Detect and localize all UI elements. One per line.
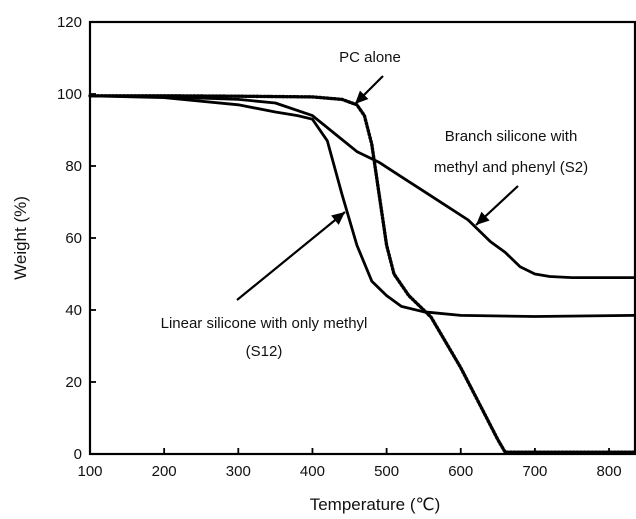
series-linear-silicone-s12	[88, 94, 636, 318]
x-tick-label: 200	[152, 463, 177, 480]
annotation-pc-alone: PC alone	[339, 49, 401, 66]
x-tick-label: 700	[522, 463, 547, 480]
x-tick-label: 400	[300, 463, 325, 480]
annotation-arrows	[236, 75, 519, 301]
annotation-linear-silicone-line2: (S12)	[246, 343, 283, 360]
y-axis-label: Weight (%)	[11, 196, 30, 280]
arrow-linear-silicone-head	[331, 212, 345, 225]
series-branch-silicone-s2	[88, 94, 636, 279]
x-axis-ticks: 100 200 300 400 500 600 700 800	[77, 448, 622, 480]
x-tick-label: 500	[374, 463, 399, 480]
annotation-branch-silicone-line1: Branch silicone with	[445, 128, 578, 145]
arrow-branch-silicone-head	[476, 211, 490, 225]
arrow-pc-alone-head	[355, 90, 369, 104]
x-tick-label: 300	[226, 463, 251, 480]
x-axis-label: Temperature (℃)	[310, 495, 441, 514]
x-tick-label: 100	[77, 463, 102, 480]
annotation-linear-silicone-line1: Linear silicone with only methyl	[161, 315, 368, 332]
plot-frame	[88, 20, 636, 456]
series-pc-alone	[88, 94, 636, 454]
y-tick-label: 20	[65, 374, 82, 391]
y-tick-label: 80	[65, 158, 82, 175]
y-tick-label: 120	[57, 14, 82, 31]
annotation-branch-silicone-line2: methyl and phenyl (S2)	[434, 159, 588, 176]
y-tick-label: 0	[74, 446, 82, 463]
arrow-linear-silicone	[236, 211, 346, 301]
y-tick-label: 40	[65, 302, 82, 319]
x-tick-label: 600	[448, 463, 473, 480]
series-layer	[88, 94, 636, 454]
y-tick-label: 60	[65, 230, 82, 247]
y-tick-label: 100	[57, 86, 82, 103]
x-tick-label: 800	[597, 463, 622, 480]
